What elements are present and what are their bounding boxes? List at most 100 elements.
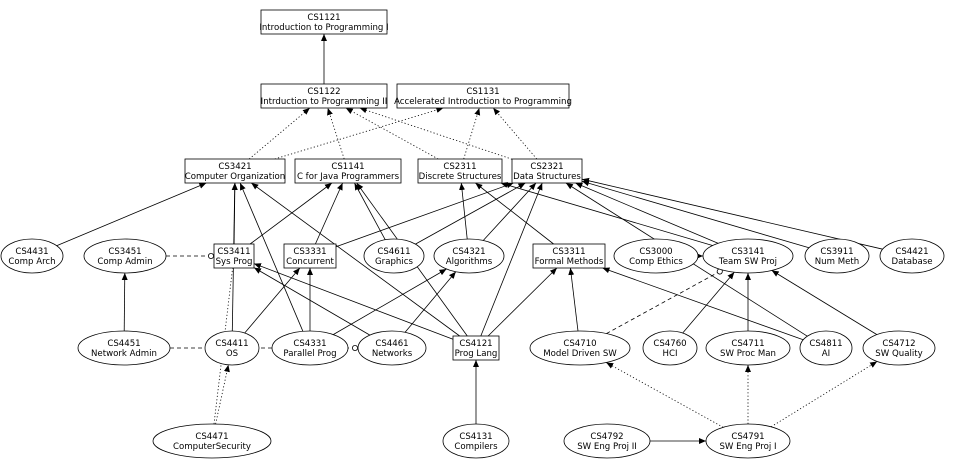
node-id-label: CS3331 (293, 247, 326, 257)
node-title-label: Comp Ethics (629, 257, 683, 267)
node-title-label: Networks (372, 349, 413, 359)
edge-cs4431-to-cs3421 (56, 182, 207, 247)
edge-cs4710-to-cs3311 (568, 267, 579, 332)
edge-cs4321-to-cs2321 (482, 182, 537, 241)
node-title-label: SW Proc Man (720, 349, 776, 359)
node-title-label: Accelerated Introduction to Programming (394, 97, 572, 107)
node-title-label: Algorithms (446, 257, 493, 267)
edge-cs4712-to-cs3141 (771, 270, 878, 335)
node-title-label: SW Quality (875, 349, 922, 359)
node-title-label: ComputerSecurity (173, 442, 251, 452)
edge-cs4321-to-cs2311 (459, 182, 468, 240)
node-id-label: CS3141 (731, 247, 764, 257)
edge-cs4331-to-cs3421 (239, 182, 304, 332)
edge-cs3331-to-cs2321 (335, 182, 514, 248)
edge-cs3141-to-cs2311 (500, 182, 713, 246)
node-title-label: Formal Methods (535, 257, 604, 267)
edge-cs2311-to-cs1131 (463, 107, 481, 160)
edge-cs4791-to-cs4712 (770, 361, 878, 428)
node-id-label: CS2321 (530, 162, 563, 172)
edge-cs4331-to-cs4321 (332, 268, 447, 335)
edge-cs3141-to-cs2321 (575, 182, 719, 244)
node-id-label: CS4611 (377, 247, 410, 257)
node-title-label: Network Admin (91, 349, 157, 359)
edge-cs3421-to-cs1131 (274, 107, 444, 160)
edge-cs4611-to-cs2321 (415, 182, 526, 245)
node-id-label: CS4121 (459, 339, 492, 349)
node-id-label: CS3421 (218, 162, 251, 172)
node-id-label: CS4760 (653, 339, 686, 349)
edge-cs4791-to-cs4710 (606, 362, 724, 428)
edge-cs2321-to-cs1122 (359, 107, 513, 160)
node-title-label: Parallel Prog (283, 349, 336, 359)
edge-cs4121-to-cs3311 (487, 267, 558, 337)
edge-cs2311-to-cs1122 (345, 107, 439, 160)
edge-layer (56, 34, 883, 444)
node-title-label: Compilers (454, 442, 498, 452)
node-id-label: CS1141 (331, 162, 364, 172)
node-id-label: CS1131 (466, 87, 499, 97)
node-id-label: CS4421 (895, 247, 928, 257)
edge-cs4451-to-cs3451 (121, 272, 128, 332)
node-id-label: CS4471 (195, 432, 228, 442)
node-id-label: CS1121 (307, 13, 340, 23)
node-title-label: Num Meth (815, 257, 860, 267)
node-title-label: Data Structures (513, 172, 581, 182)
node-id-label: CS4331 (293, 339, 326, 349)
node-id-label: CS1122 (307, 87, 340, 97)
node-title-label: Graphics (375, 257, 413, 267)
edge-cs4421-to-cs2321 (581, 177, 883, 250)
edge-cs4461-to-cs3411 (253, 267, 371, 336)
node-id-label: CS4792 (590, 432, 623, 442)
node-id-label: CS4321 (452, 247, 485, 257)
node-id-label: CS4711 (731, 339, 764, 349)
node-id-label: CS3451 (108, 247, 141, 257)
node-id-label: CS4411 (215, 339, 248, 349)
node-title-label: Comp Admin (97, 257, 152, 267)
edge-cs4121-to-cs2321 (480, 182, 543, 337)
node-title-label: HCI (663, 349, 678, 359)
edge-cs4121-to-cs3421 (251, 182, 460, 337)
node-id-label: CS4451 (107, 339, 140, 349)
node-id-label: CS4431 (15, 247, 48, 257)
node-title-label: C for Java Programmers (297, 172, 400, 182)
node-title-label: Discrete Structures (419, 172, 502, 182)
edge-cs4811-to-cs3311 (602, 267, 804, 341)
edge-cs2321-to-cs1131 (492, 107, 538, 160)
edge-cs4611-to-cs1141 (354, 182, 386, 240)
